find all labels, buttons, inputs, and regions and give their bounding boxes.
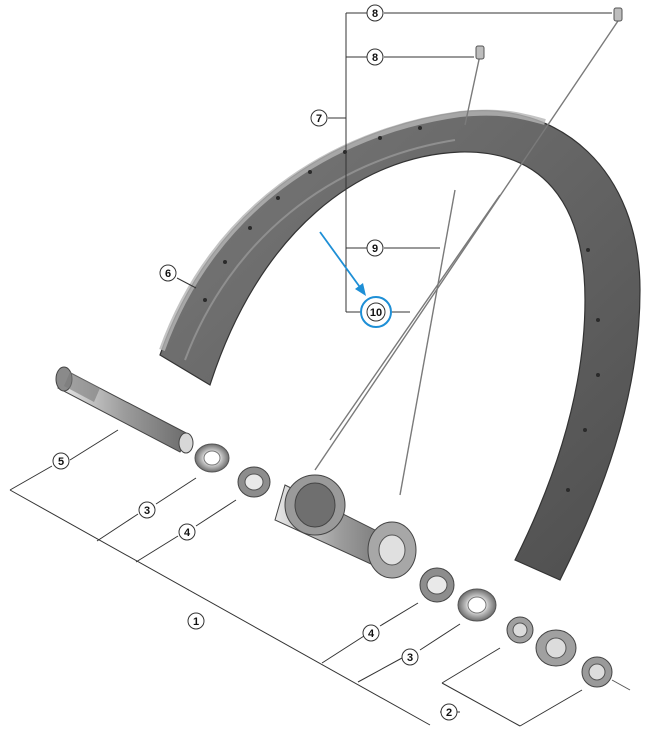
spoke-nipple-top xyxy=(613,7,623,22)
svg-text:8: 8 xyxy=(372,52,378,64)
callout-7[interactable]: 7 xyxy=(310,109,328,127)
callout-1[interactable]: 1 xyxy=(187,612,205,630)
hub-body xyxy=(274,474,417,579)
svg-text:3: 3 xyxy=(407,652,413,664)
callout-2[interactable]: 2 xyxy=(440,703,458,721)
washer-left xyxy=(194,443,230,473)
callout-5[interactable]: 5 xyxy=(52,452,70,470)
svg-text:4: 4 xyxy=(368,628,375,640)
end-cap-right xyxy=(535,629,577,667)
spokes xyxy=(314,17,621,496)
callout-3-right[interactable]: 3 xyxy=(401,648,419,666)
bearing-right xyxy=(419,567,455,603)
svg-text:2: 2 xyxy=(446,707,452,719)
svg-text:10: 10 xyxy=(370,307,382,319)
washer-right xyxy=(457,588,497,622)
callout-4-right[interactable]: 4 xyxy=(362,624,380,642)
callout-3-left[interactable]: 3 xyxy=(138,501,156,519)
svg-text:4: 4 xyxy=(184,527,191,539)
hollow-axle xyxy=(55,366,194,454)
rim xyxy=(159,109,641,581)
callout-4-left[interactable]: 4 xyxy=(178,523,196,541)
spacer-right xyxy=(506,616,534,644)
callout-6[interactable]: 6 xyxy=(159,264,177,282)
svg-text:6: 6 xyxy=(165,268,171,280)
spoke-nipple-middle xyxy=(475,45,485,60)
callout-9[interactable]: 9 xyxy=(366,239,384,257)
callout-8-middle[interactable]: 8 xyxy=(366,48,384,66)
svg-text:5: 5 xyxy=(58,456,64,468)
svg-text:7: 7 xyxy=(316,113,322,125)
svg-text:8: 8 xyxy=(372,8,378,20)
svg-text:3: 3 xyxy=(144,505,150,517)
svg-text:9: 9 xyxy=(372,243,378,255)
svg-text:1: 1 xyxy=(193,616,199,628)
callout-10[interactable]: 10 xyxy=(360,296,392,328)
highlight-arrow xyxy=(319,231,366,296)
bearing-left xyxy=(237,466,271,498)
lock-nut-right xyxy=(581,656,613,688)
callout-8-top[interactable]: 8 xyxy=(366,4,384,22)
